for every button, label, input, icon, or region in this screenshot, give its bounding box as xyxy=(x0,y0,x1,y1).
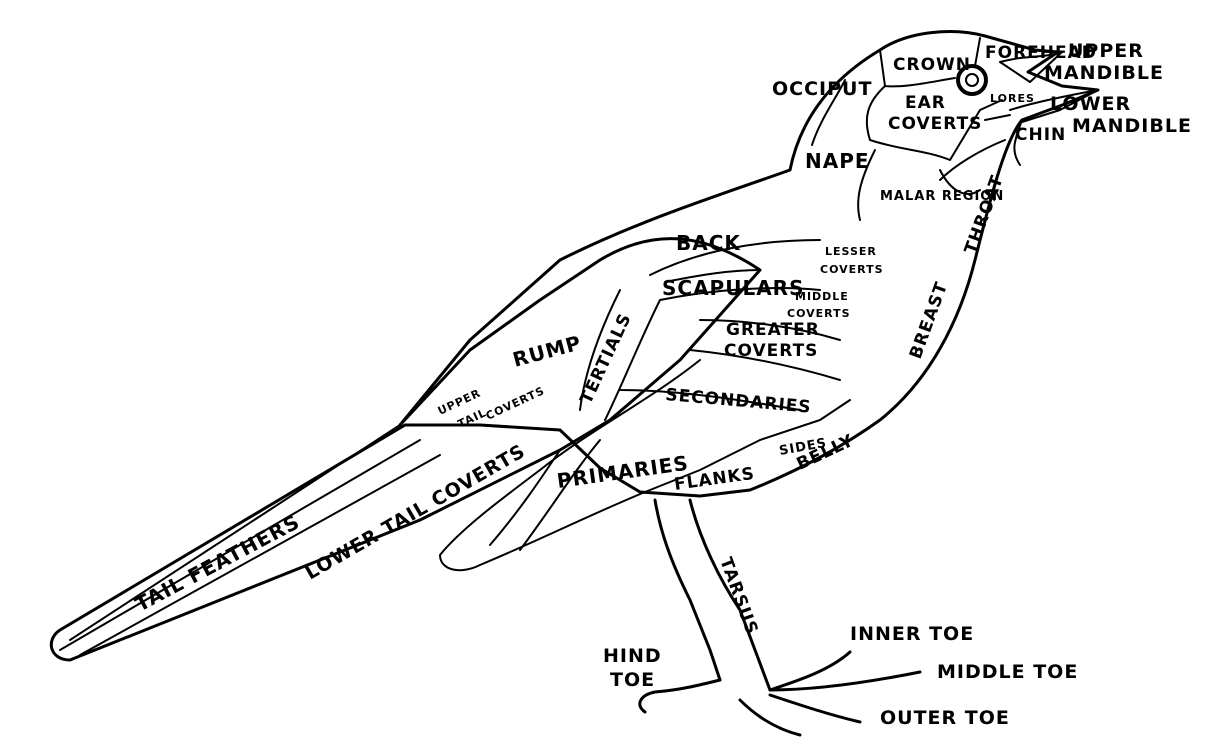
label-inner-toe: INNER TOE xyxy=(850,623,974,645)
label-rump: RUMP xyxy=(510,330,584,371)
label-tertials: TERTIALS xyxy=(576,310,635,407)
lower-mandible-shape xyxy=(1009,89,1099,123)
label-middle-coverts-1: MIDDLE xyxy=(795,290,849,303)
label-malar-region: MALAR REGION xyxy=(880,189,1004,204)
label-lesser-coverts-2: COVERTS xyxy=(820,263,884,276)
label-middle-coverts-2: COVERTS xyxy=(787,307,851,320)
label-breast: BREAST xyxy=(906,279,952,362)
leg xyxy=(653,498,772,692)
label-lores: LORES xyxy=(990,92,1035,105)
label-tarsus: TARSUS xyxy=(715,555,761,638)
label-lesser-coverts-1: LESSER xyxy=(825,245,877,258)
label-lower-mandible-2: MANDIBLE xyxy=(1072,115,1192,137)
label-greater-coverts-1: GREATER xyxy=(726,320,820,340)
bird-drawing xyxy=(49,30,1100,737)
head-dividers xyxy=(811,37,1011,221)
label-upper-tail-coverts-3: COVERTS xyxy=(484,384,547,423)
label-scapulars: SCAPULARS xyxy=(662,276,805,300)
underpart-lines xyxy=(939,119,1023,181)
label-throat: THROAT xyxy=(961,172,1008,256)
label-upper-tail-coverts-2: TAIL xyxy=(456,406,489,431)
label-upper-mandible-1: UPPER xyxy=(1068,40,1144,62)
label-chin: CHIN xyxy=(1015,125,1066,145)
upper-mandible-shape xyxy=(999,51,1063,83)
label-ear-coverts-2: COVERTS xyxy=(888,114,982,134)
label-hind-toe-2: TOE xyxy=(610,669,655,691)
label-lower-mandible-1: LOWER xyxy=(1050,93,1131,115)
label-ear-coverts-1: EAR xyxy=(905,93,946,113)
tail-feather-lines xyxy=(59,424,441,656)
label-secondaries: SECONDARIES xyxy=(665,385,813,418)
label-crown: CROWN xyxy=(893,55,971,75)
label-upper-mandible-2: MANDIBLE xyxy=(1044,62,1164,84)
wing-outline xyxy=(439,359,851,572)
label-occiput: OCCIPUT xyxy=(772,78,872,100)
label-primaries: PRIMARIES xyxy=(555,451,690,493)
label-nape: NAPE xyxy=(805,149,870,173)
back-feather-lines xyxy=(579,239,841,421)
label-greater-coverts-2: COVERTS xyxy=(724,341,818,361)
label-hind-toe-1: HIND xyxy=(603,645,662,667)
label-middle-toe: MIDDLE TOE xyxy=(937,661,1078,683)
toes xyxy=(638,650,922,737)
label-forehead: FOREHEAD xyxy=(985,43,1097,63)
label-outer-toe: OUTER TOE xyxy=(880,707,1010,729)
body-outline xyxy=(49,30,1100,662)
pupil xyxy=(965,73,979,87)
labels: CROWN FOREHEAD UPPER MANDIBLE OCCIPUT EA… xyxy=(131,40,1192,729)
label-back: BACK xyxy=(676,231,741,255)
